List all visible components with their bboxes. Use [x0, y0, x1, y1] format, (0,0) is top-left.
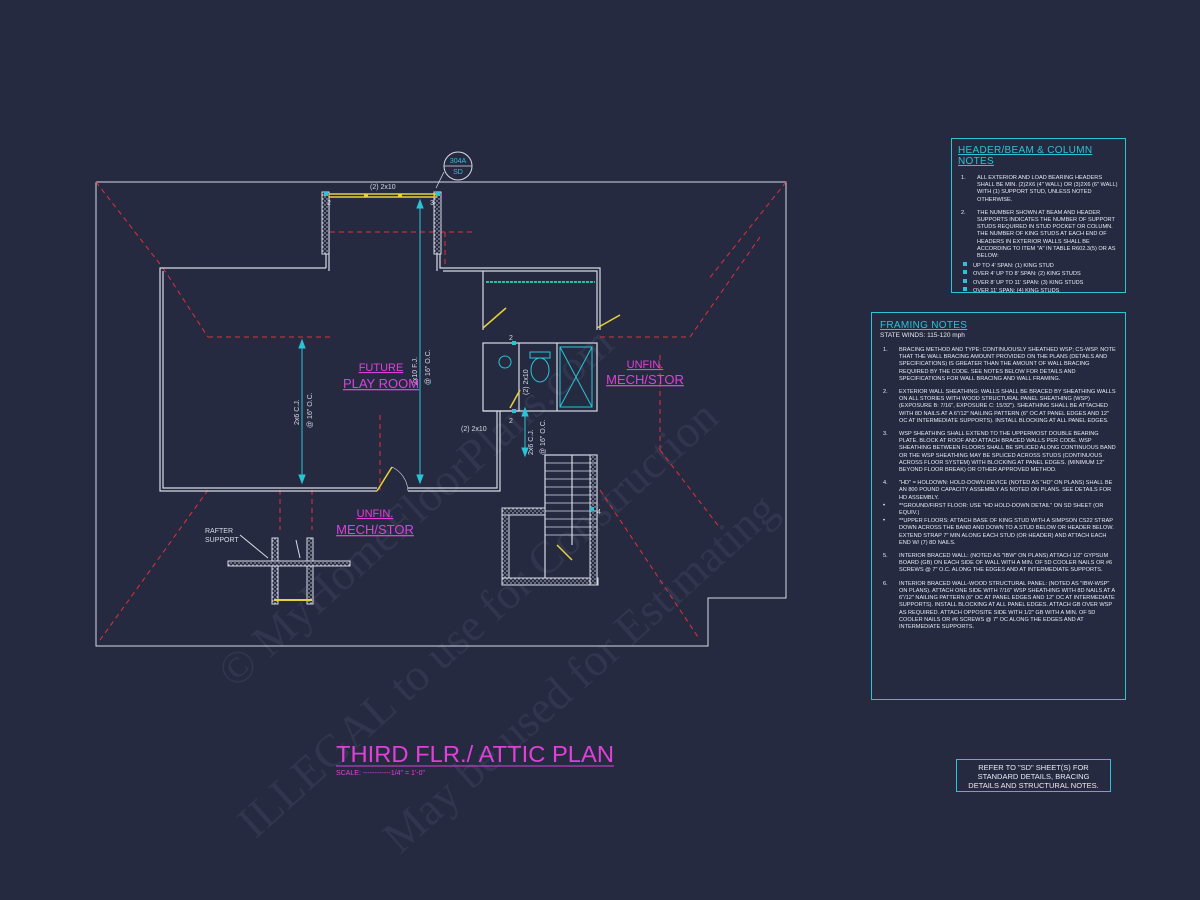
header-note-2: 2. THE NUMBER SHOWN AT BEAM AND HEADER S…	[958, 210, 1119, 295]
king-stud-span-list: UP TO 4' SPAN: (1) KING STUD OVER 4' UP …	[963, 262, 1119, 295]
section-tag-top: 304A	[450, 158, 467, 165]
stud-markers	[324, 192, 594, 511]
framing-notes-list: 1.BRACING METHOD AND TYPE: CONTINUOUSLY …	[880, 347, 1117, 631]
framing-notes-title: FRAMING NOTES	[880, 320, 968, 331]
header-note-2-num: 2.	[961, 209, 966, 216]
framing-note-4: 4."HD" = HOLDOWN: HOLD-DOWN DEVICE (NOTE…	[883, 480, 1113, 501]
rafter-support-label-2: SUPPORT	[205, 537, 239, 544]
plan-title: THIRD FLR./ ATTIC PLAN	[336, 741, 614, 767]
refer-line-3: DETAILS AND STRUCTURAL NOTES.	[968, 781, 1099, 790]
rafter-support-label: RAFTER	[205, 528, 233, 535]
doors	[376, 307, 621, 561]
header-label-top: (2) 2x10	[370, 184, 396, 191]
joist-spacing-play: @ 16" O.C.	[425, 349, 432, 385]
joist-arrows	[298, 198, 529, 485]
header-note-1-num: 1.	[961, 175, 966, 181]
refer-line-2: STANDARD DETAILS, BRACING	[977, 772, 1090, 781]
header-beam-notes: HEADER/BEAM & COLUMN NOTES 1. ALL EXTERI…	[951, 138, 1126, 295]
refer-line-1: REFER TO "SD" SHEET(S) FOR	[978, 763, 1089, 772]
plan-scale: SCALE: ------------1/4" = 1'-0"	[336, 770, 425, 777]
span-item: UP TO 4' SPAN: (1) KING STUD	[963, 262, 1119, 270]
room-play-name-2: PLAY ROOM	[343, 376, 419, 391]
window-top	[329, 193, 437, 198]
framing-note-6: 6.INTERIOR BRACED WALL-WOOD STRUCTURAL P…	[883, 580, 1115, 630]
room-labels: FUTURE PLAY ROOM UNFIN. MECH/STOR UNFIN.…	[336, 359, 684, 537]
framing-note-5: 5.INTERIOR BRACED WALL: (NOTED AS "IBW" …	[883, 553, 1113, 574]
room-mech-right: UNFIN.	[627, 359, 664, 371]
span-item: OVER 11' SPAN: (4) KING STUDS	[963, 286, 1119, 295]
framing-notes-subtitle: STATE WINDS: 115-120 mph	[880, 332, 965, 339]
span-item: OVER 8' UP TO 11' SPAN: (3) KING STUDS	[963, 278, 1119, 287]
header-beam-notes-title: HEADER/BEAM & COLUMN NOTES	[958, 145, 1093, 167]
span-item: OVER 4' UP TO 8' SPAN: (2) KING STUDS	[963, 270, 1119, 278]
framing-notes: FRAMING NOTES STATE WINDS: 115-120 mph 1…	[871, 312, 1126, 700]
stud-count-bath: 2	[509, 335, 513, 342]
stud-count-right: 3	[430, 200, 434, 207]
room-mech-left-2: MECH/STOR	[336, 522, 414, 537]
framing-note-4b: •**UPPER FLOORS: ATTACH BASE OF KING STU…	[883, 518, 1114, 546]
stud-count-left: 2	[327, 200, 331, 207]
header-note-2-text: THE NUMBER SHOWN AT BEAM AND HEADER SUPP…	[977, 209, 1116, 260]
stud-count-bath-2: 2	[509, 418, 513, 425]
roof-ridge-lines	[95, 181, 787, 641]
room-mech-left: UNFIN.	[357, 508, 394, 520]
hatched-walls	[271, 191, 599, 605]
rafter-support-detail	[227, 534, 351, 601]
header-label-bath-side: (2) 2x10	[523, 369, 530, 395]
header-beam-notes-list: 1. ALL EXTERIOR AND LOAD BEARING HEADERS…	[958, 175, 1119, 295]
ceiling-joist-left-spacing: @ 16" O.C.	[307, 392, 314, 428]
header-note-1-text: ALL EXTERIOR AND LOAD BEARING HEADERS SH…	[977, 175, 1118, 203]
ceiling-joist-left: 2x6 C.J.	[294, 399, 301, 425]
annotations: (2) 2x10 2 3 4 (2) 2x10 2 2 (2) 2x10 2x1…	[205, 184, 601, 544]
plan-title-block: THIRD FLR./ ATTIC PLAN SCALE: ----------…	[336, 741, 614, 777]
watermark: © MyHomeFloorPlans.com ILLEGAL to use fo…	[208, 316, 787, 862]
framing-note-1: 1.BRACING METHOD AND TYPE: CONTINUOUSLY …	[883, 347, 1116, 382]
stair-treads	[545, 462, 597, 536]
framing-note-2: 2.EXTERIOR WALL SHEATHING: WALLS SHALL B…	[883, 389, 1116, 424]
header-note-1: 1. ALL EXTERIOR AND LOAD BEARING HEADERS…	[958, 175, 1119, 204]
bath-fixtures	[498, 346, 593, 408]
section-tag-bottom: SD	[453, 169, 463, 176]
ceiling-joist-right: 2x6 C.J.	[528, 429, 535, 455]
section-tag: 304A SD	[435, 151, 473, 189]
room-mech-right-2: MECH/STOR	[606, 372, 684, 387]
refer-to-sd-note: REFER TO "SD" SHEET(S) FOR STANDARD DETA…	[956, 759, 1111, 792]
header-label-bath: (2) 2x10	[461, 426, 487, 433]
ceiling-joist-right-spacing: @ 16" O.C.	[540, 419, 547, 455]
framing-note-3: 3.WSP SHEATHING SHALL EXTEND TO THE UPPE…	[883, 431, 1116, 474]
room-play-name: FUTURE	[359, 362, 404, 374]
stud-count-stair: 4	[597, 509, 601, 516]
joist-label-play: 2x10 F.J.	[412, 357, 419, 385]
framing-note-4a: •**GROUND/FIRST FLOOR: USE "HD HOLD-DOWN…	[883, 502, 1104, 517]
